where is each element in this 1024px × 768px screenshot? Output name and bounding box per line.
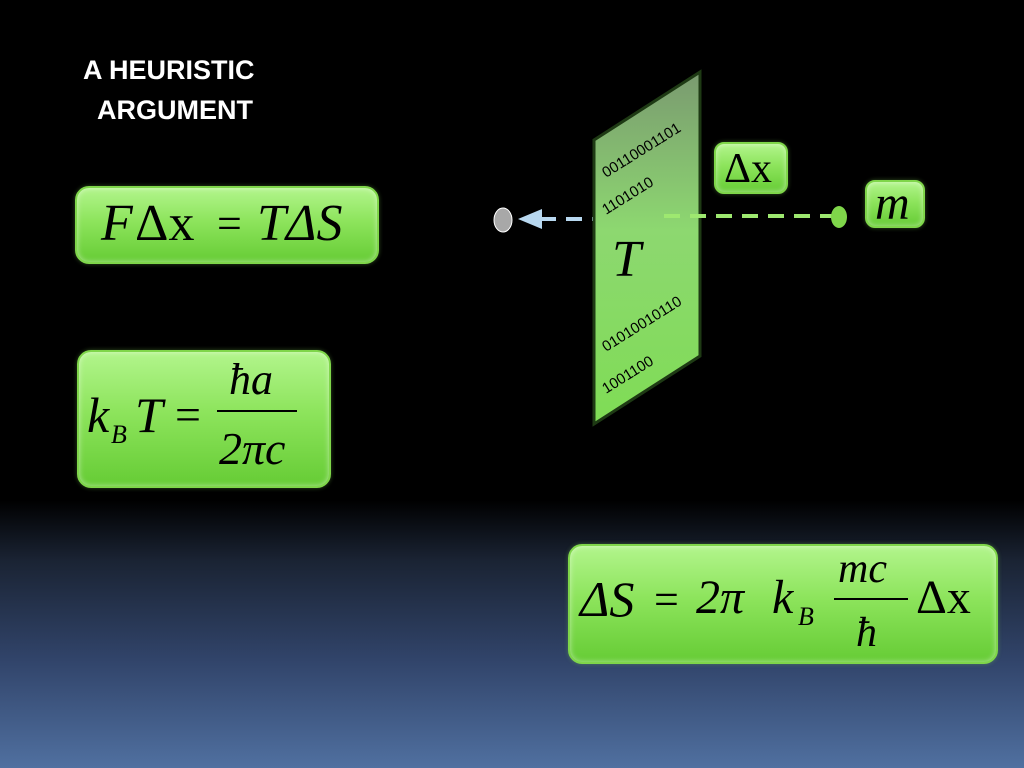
eq2-equals: =: [175, 389, 201, 440]
eq2-fraction-bar: [217, 410, 297, 412]
eq3-denominator: ħ: [856, 610, 877, 656]
eq1-F: F: [101, 195, 133, 252]
slide-title-line2: ARGUMENT: [97, 95, 253, 125]
delta-x-label-box: Δx: [714, 142, 788, 194]
eq2-k: k: [87, 387, 110, 443]
eq1-dx-text: Δx: [135, 195, 195, 252]
eq1-rhs: TΔS: [257, 195, 343, 252]
slide-title-line1: A HEURISTIC: [83, 55, 255, 85]
eq3-two-pi: 2π: [696, 571, 745, 624]
eq2-T: T: [135, 387, 163, 443]
displaced-point-dot: [493, 207, 513, 233]
mass-point-dot: [831, 206, 847, 228]
screen-temperature-label: T: [612, 231, 644, 288]
eq3-numerator: mc: [838, 546, 887, 592]
eq1-equals: =: [217, 199, 242, 248]
eq2-denominator: 2πc: [219, 423, 286, 474]
arrow-head-icon: [518, 209, 542, 229]
delta-x-label: Δx: [724, 146, 773, 192]
equation-box-unruh-temperature: k B T = ħa 2πc: [77, 350, 331, 488]
mass-label-box: m: [865, 180, 925, 228]
eq3-dS: ΔS: [580, 571, 635, 627]
eq3-dx: Δx: [916, 574, 971, 622]
equation-box-entropy-change: ΔS = 2π k B mc ħ Δx: [568, 544, 998, 664]
eq3-k: k: [772, 571, 794, 624]
eq1-dx: Δx: [135, 198, 194, 250]
equation-box-force-entropy: F Δx = TΔS: [75, 186, 379, 264]
holographic-screen: [592, 69, 702, 427]
eq3-dx-text: Δx: [916, 571, 971, 624]
eq2-subscript: B: [111, 420, 127, 449]
mass-label: m: [875, 177, 910, 230]
eq3-subscript: B: [798, 602, 814, 631]
eq3-equals: =: [654, 575, 679, 624]
eq2-numerator: ħa: [229, 355, 273, 404]
eq3-fraction-bar: [834, 598, 908, 600]
